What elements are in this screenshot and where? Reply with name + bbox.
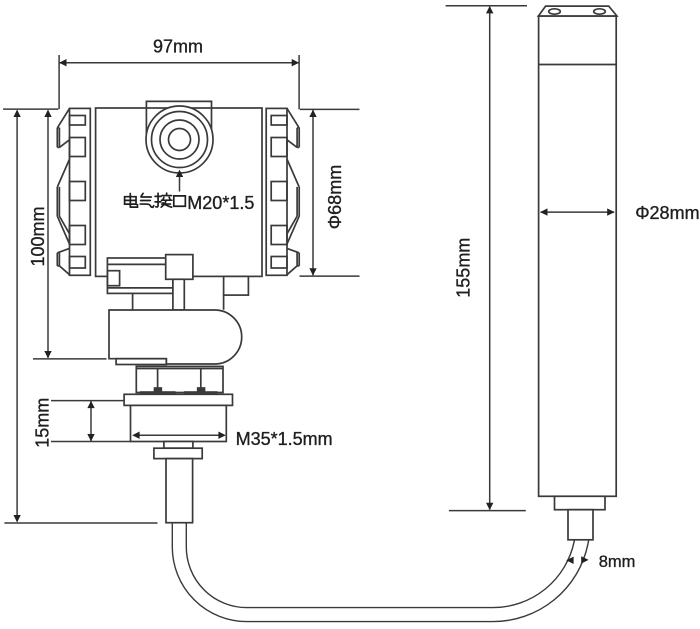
svg-text:Φ28mm: Φ28mm <box>635 203 699 223</box>
svg-text:15mm: 15mm <box>33 398 53 448</box>
svg-text:M20*1.5: M20*1.5 <box>187 193 254 213</box>
svg-text:100mm: 100mm <box>28 206 48 266</box>
svg-text:8mm: 8mm <box>599 553 636 571</box>
svg-text:M35*1.5mm: M35*1.5mm <box>236 429 333 449</box>
svg-text:155mm: 155mm <box>453 238 473 298</box>
svg-text:97mm: 97mm <box>153 37 203 57</box>
svg-text:Φ68mm: Φ68mm <box>325 165 345 229</box>
